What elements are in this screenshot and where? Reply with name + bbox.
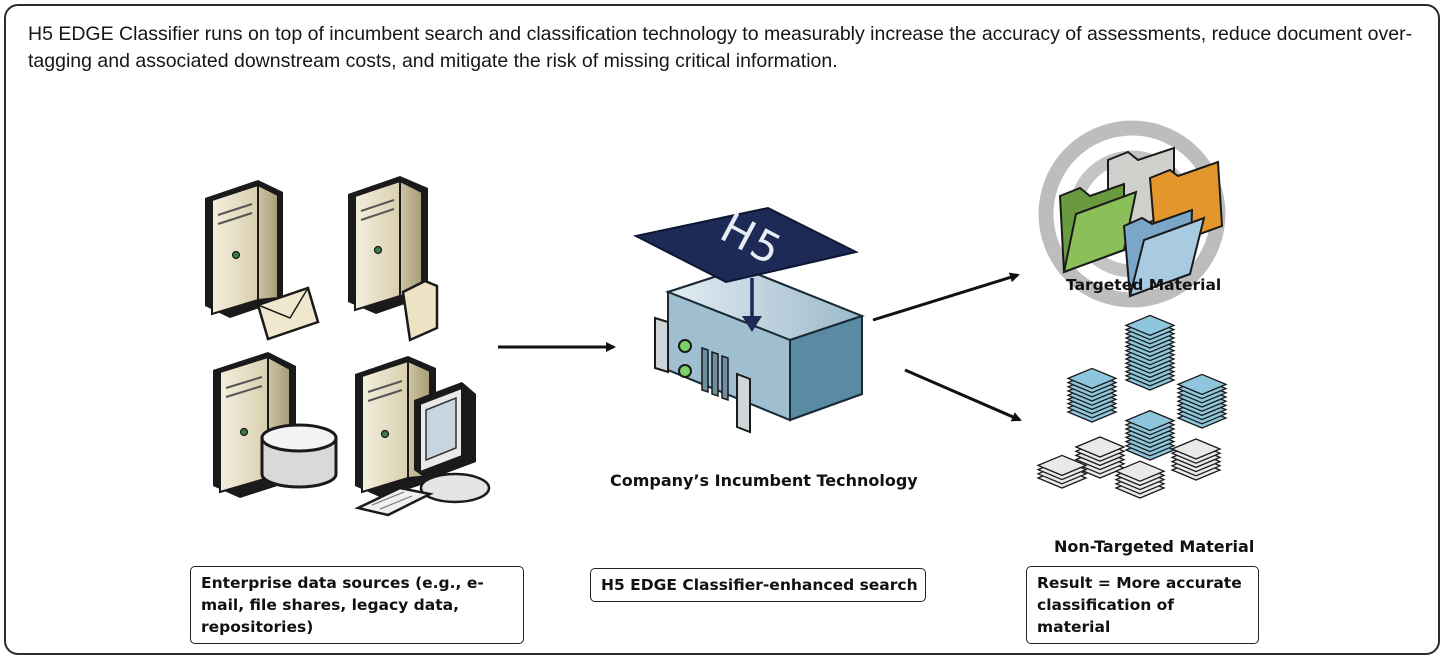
document-sheet [1176,373,1228,396]
enhanced-search-label: H5 EDGE Classifier-enhanced search [590,568,926,602]
document-sheet [1066,367,1118,390]
intro-text: H5 EDGE Classifier runs on top of incumb… [28,23,1413,72]
result-text: Result = More accurate classification of… [1037,574,1242,636]
enhanced-search-text: H5 EDGE Classifier-enhanced search [601,576,918,594]
enterprise-sources-text: Enterprise data sources (e.g., e-mail, f… [201,574,484,636]
arrow-to-non-targeted [904,368,1022,422]
document-sheet [1114,460,1166,482]
arrow-to-targeted [872,272,1020,322]
document-sheet [1036,454,1088,477]
server-email-icon [205,180,320,341]
rack-server-icon [654,266,865,434]
document-sheet [1170,438,1222,460]
folders-icon [1058,146,1224,298]
document-sheet [1074,436,1126,458]
enterprise-sources-label: Enterprise data sources (e.g., e-mail, f… [190,566,524,644]
server-workstation-icon [354,356,491,517]
server-file-icon [348,176,439,342]
result-label: Result = More accurate classification of… [1026,566,1259,644]
non-targeted-material-caption: Non-Targeted Material [1054,537,1255,556]
document-sheet [1124,314,1176,337]
document-sheet [1124,409,1176,432]
targeted-material-caption: Targeted Material [1066,276,1222,294]
server-database-icon [213,352,338,498]
incumbent-technology-caption: Company’s Incumbent Technology [610,471,918,490]
document-stacks-icon [1036,314,1228,499]
